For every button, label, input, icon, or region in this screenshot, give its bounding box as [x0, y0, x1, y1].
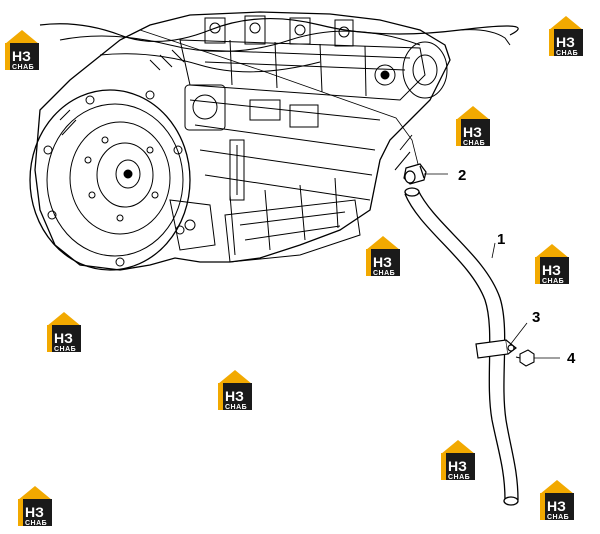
watermark-top-text: НЗ: [463, 124, 482, 140]
watermark-bottom-text: СНАБ: [448, 474, 470, 481]
watermark-bottom-text: СНАБ: [542, 278, 564, 285]
watermark-bottom-text: СНАБ: [547, 514, 569, 521]
watermark-bottom-text: СНАБ: [12, 64, 34, 71]
callout-leaders: [424, 173, 560, 359]
watermark-logo: НЗ СНАБ: [5, 30, 39, 71]
watermark-logo: НЗ СНАБ: [18, 486, 52, 527]
watermark-bottom-text: СНАБ: [54, 346, 76, 353]
watermark-bottom-text: СНАБ: [25, 520, 47, 527]
callout-3: 3: [532, 309, 540, 326]
callout-4: 4: [567, 350, 576, 367]
watermark-bottom-text: СНАБ: [373, 270, 395, 277]
part-3-hose-clamp: [475, 339, 517, 359]
sensor-wire-leader: [139, 29, 421, 173]
watermark-top-text: НЗ: [542, 262, 561, 278]
watermark-top-text: НЗ: [547, 498, 566, 514]
watermark-top-text: НЗ: [54, 330, 73, 346]
watermark-bottom-text: СНАБ: [225, 404, 247, 411]
watermark-logo: НЗ СНАБ: [441, 440, 475, 481]
watermark-logo: НЗ СНАБ: [366, 236, 400, 277]
part-4-bolt: [515, 349, 535, 367]
watermark-logo: НЗ СНАБ: [456, 106, 490, 147]
watermark-bottom-text: СНАБ: [463, 140, 485, 147]
watermark-logo: НЗ СНАБ: [218, 370, 252, 411]
part-2-elbow-fitting: [403, 163, 427, 185]
watermark-top-text: НЗ: [373, 254, 392, 270]
callout-2: 2: [458, 167, 466, 184]
engine-illustration: [29, 11, 519, 271]
watermark-bottom-text: СНАБ: [556, 50, 578, 57]
watermark-top-text: НЗ: [25, 504, 44, 520]
watermark-logo: НЗ СНАБ: [535, 244, 569, 285]
callout-1: 1: [497, 231, 505, 248]
watermark-top-text: НЗ: [448, 458, 467, 474]
watermark-top-text: НЗ: [12, 48, 31, 64]
watermark-top-text: НЗ: [556, 34, 575, 50]
watermark-logo: НЗ СНАБ: [47, 312, 81, 353]
watermark-top-text: НЗ: [225, 388, 244, 404]
watermark-logo: НЗ СНАБ: [549, 16, 583, 57]
watermark-logo: НЗ СНАБ: [540, 480, 574, 521]
